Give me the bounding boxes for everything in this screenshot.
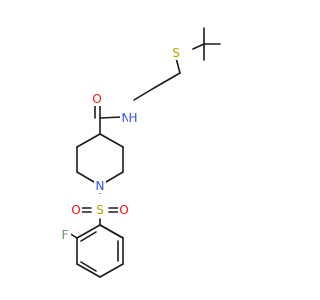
atom-background <box>70 203 82 217</box>
sulfonyl-sulfur: S <box>94 203 106 217</box>
atom-label: H <box>128 111 137 125</box>
structure-diagram: S N H O N S O O F <box>59 27 221 278</box>
atom-background <box>59 228 71 242</box>
aryl-fluorine: F <box>59 228 71 242</box>
sulfonyl-oxygen-left: O <box>70 203 82 217</box>
atom-label: O <box>92 92 101 106</box>
bond <box>105 171 124 183</box>
bond <box>80 261 97 272</box>
bond <box>175 57 181 74</box>
thioether-sulfur: S <box>170 46 182 60</box>
sulfonyl-oxygen-right: O <box>118 203 130 217</box>
atom-background <box>91 92 103 106</box>
atom-background <box>94 203 106 217</box>
atom-label: O <box>119 203 128 217</box>
atom-background <box>118 203 130 217</box>
benzene-ring <box>76 224 124 278</box>
atom-label: S <box>96 203 104 217</box>
atom-label: N <box>96 179 105 193</box>
bond <box>153 72 181 89</box>
atom-label: O <box>71 203 80 217</box>
bond <box>76 171 95 183</box>
piperidine-ring <box>76 133 124 183</box>
bond <box>80 231 97 242</box>
bond <box>192 43 205 50</box>
atom-label: S <box>172 46 180 60</box>
atom-background <box>170 46 182 60</box>
bond <box>99 133 124 148</box>
atom-background <box>128 111 138 125</box>
piperidine-nitrogen: N <box>94 179 106 193</box>
atom-label: F <box>62 228 69 242</box>
atom-background <box>94 179 106 193</box>
molecule-canvas: S N H O N S O O F <box>59 27 221 278</box>
bond <box>76 263 101 278</box>
bond <box>99 263 124 278</box>
bond <box>76 133 101 148</box>
bond <box>133 87 155 101</box>
amide-nitrogen: N H <box>120 111 138 125</box>
bond <box>76 224 101 239</box>
bond <box>99 224 124 239</box>
bond <box>99 116 123 119</box>
atom-label: N <box>122 111 131 125</box>
tert-butyl-group <box>192 27 221 61</box>
carbonyl-oxygen: O <box>91 92 103 106</box>
